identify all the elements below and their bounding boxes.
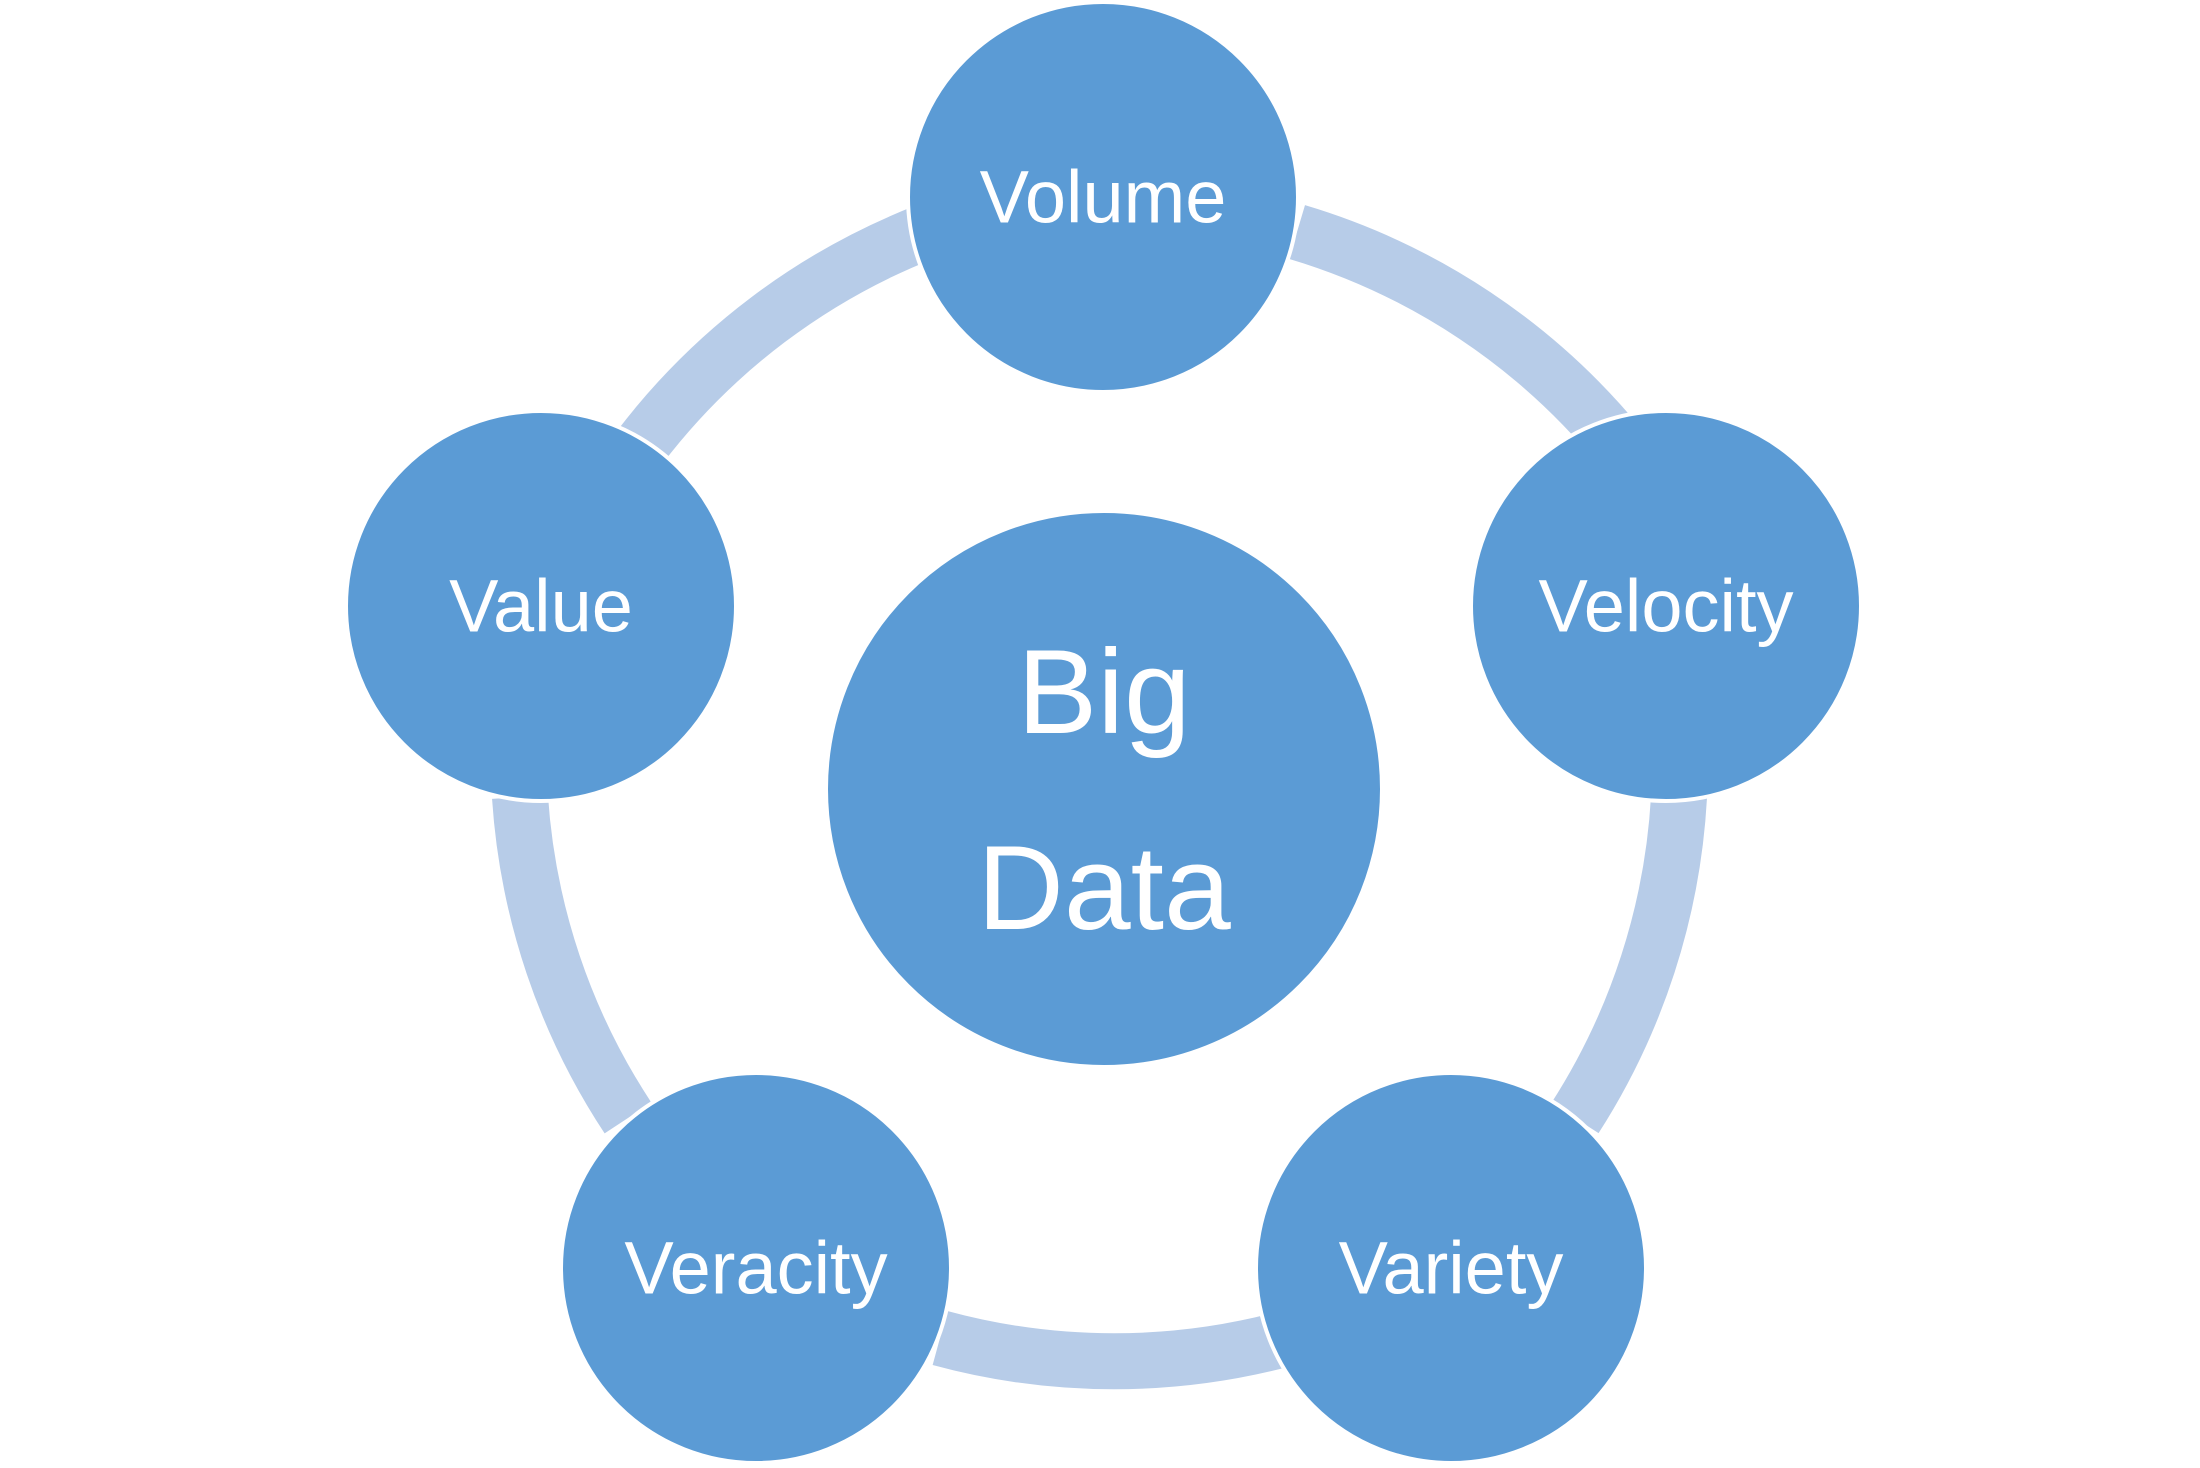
node-velocity-label: Velocity xyxy=(1538,565,1793,648)
node-variety-circle xyxy=(1254,1071,1648,1465)
connector-volume-velocity xyxy=(1288,205,1642,465)
node-veracity-label: Veracity xyxy=(624,1227,887,1310)
node-velocity: Velocity xyxy=(1469,409,1863,803)
node-velocity-circle xyxy=(1469,409,1863,803)
node-variety: Variety xyxy=(1254,1071,1648,1465)
connector-veracity-value xyxy=(492,795,652,1134)
connector-value-volume xyxy=(617,205,936,465)
node-veracity-circle xyxy=(559,1071,953,1465)
center-circle xyxy=(824,509,1384,1069)
node-veracity: Veracity xyxy=(559,1071,953,1465)
center-node: Big Data xyxy=(824,509,1384,1069)
center-label-line1: Big xyxy=(1017,625,1190,759)
node-volume-circle xyxy=(906,0,1300,394)
node-volume-label: Volume xyxy=(980,156,1227,239)
center-label-line2: Data xyxy=(977,821,1231,955)
node-value-label: Value xyxy=(449,565,633,648)
connector-velocity-variety xyxy=(1551,795,1707,1134)
node-volume: Volume xyxy=(906,0,1300,394)
node-value-circle xyxy=(344,409,738,803)
node-variety-label: Variety xyxy=(1339,1227,1564,1310)
connector-variety-veracity xyxy=(932,1310,1296,1390)
node-value: Value xyxy=(344,409,738,803)
connector-ring xyxy=(492,205,1707,1390)
